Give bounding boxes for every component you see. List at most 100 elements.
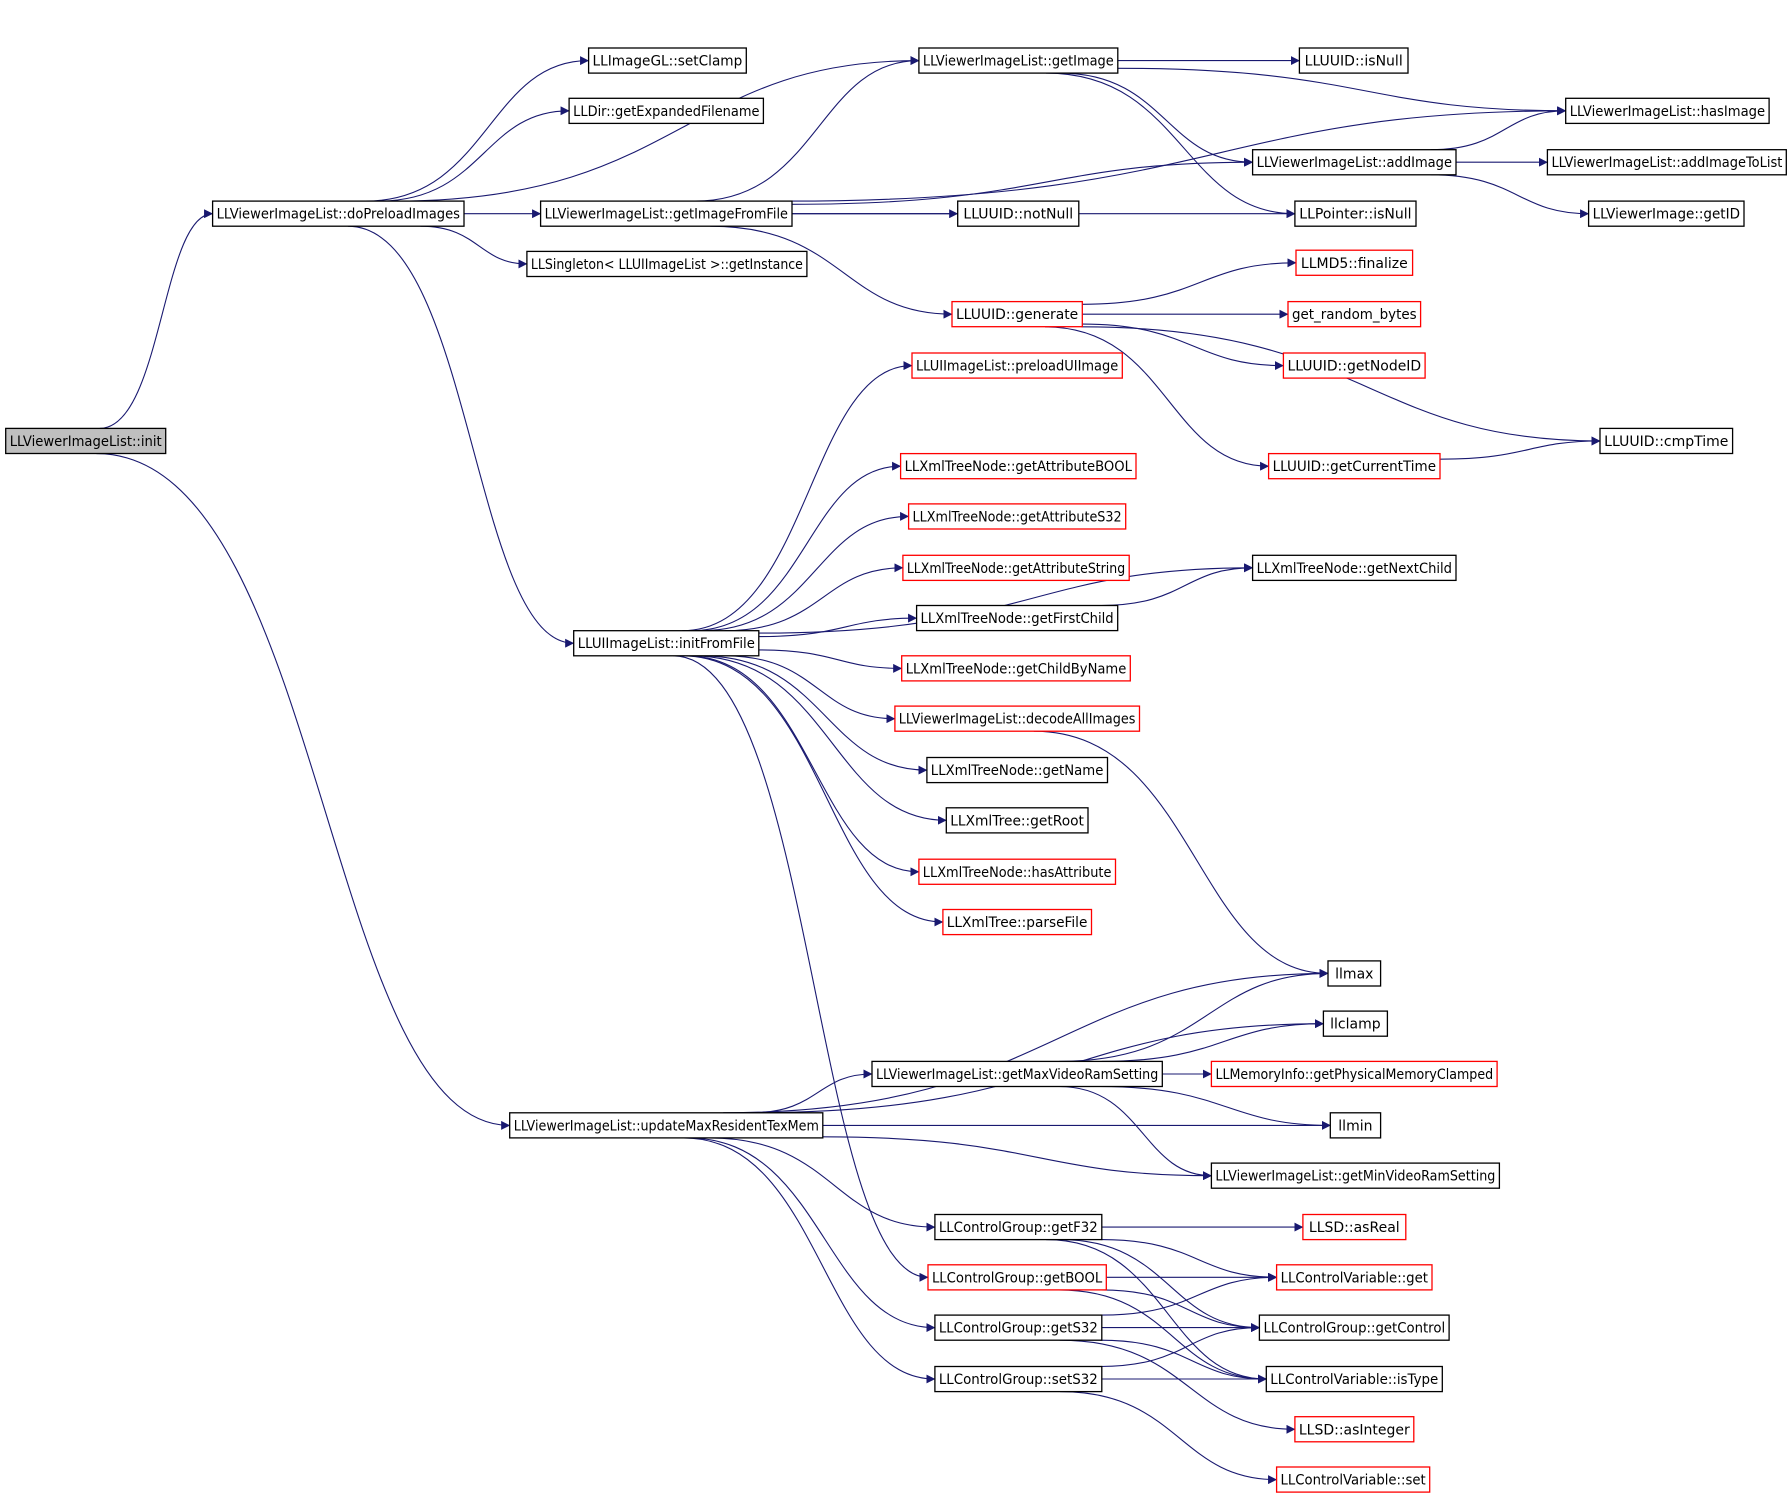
node-getChildByName[interactable]: LLXmlTreeNode::getChildByName — [901, 655, 1131, 682]
edge-getS32-to-asInteger — [1059, 1339, 1296, 1434]
node-decodeAllImages[interactable]: LLViewerImageList::decodeAllImages — [894, 705, 1141, 732]
node-getName[interactable]: LLXmlTreeNode::getName — [926, 756, 1109, 784]
node-box-getExpandedFilename — [568, 97, 765, 125]
node-getRoot[interactable]: LLXmlTree::getRoot — [945, 807, 1089, 834]
node-box-decodeAllImages — [894, 705, 1141, 732]
edge-initFromFile-to-getAttributeBOOL — [691, 461, 902, 632]
node-label-getNextChild: LLXmlTreeNode::getNextChild — [1257, 561, 1452, 577]
node-updateMaxResidentTexMem[interactable]: LLViewerImageList::updateMaxResidentTexM… — [509, 1112, 824, 1139]
node-label-init: LLViewerImageList::init — [10, 434, 162, 450]
node-cmpTime[interactable]: LLUUID::cmpTime — [1599, 427, 1734, 455]
edge-getCurrentTime-to-cmpTime — [1439, 436, 1601, 460]
edge-setS32-to-cvSet — [1060, 1391, 1278, 1485]
node-getCurrentTime[interactable]: LLUUID::getCurrentTime — [1267, 452, 1441, 480]
node-box-getNextChild — [1251, 554, 1457, 582]
node-label-uuidIsNull: LLUUID::isNull — [1305, 54, 1403, 70]
node-finalize[interactable]: LLMD5::finalize — [1295, 249, 1414, 276]
node-label-getAttributeString: LLXmlTreeNode::getAttributeString — [907, 561, 1125, 577]
node-uuidIsNull[interactable]: LLUUID::isNull — [1298, 47, 1409, 74]
node-init[interactable]: LLViewerImageList::init — [5, 427, 167, 455]
edge-getImageFromFile-to-hasImage — [788, 106, 1567, 202]
node-cvGet[interactable]: LLControlVariable::get — [1275, 1264, 1433, 1291]
node-getImage[interactable]: LLViewerImageList::getImage — [918, 47, 1119, 74]
edge-getFirstChild-to-getNextChild — [1101, 563, 1254, 607]
edge-updateMaxResidentTexMem-to-getF32 — [709, 1137, 936, 1232]
edge-initFromFile-to-getNextChild — [758, 563, 1254, 634]
edge-setS32-to-getControl — [1100, 1323, 1260, 1368]
node-box-addImageToList — [1546, 149, 1787, 176]
node-getMinVideoRamSetting[interactable]: LLViewerImageList::getMinVideoRamSetting — [1210, 1162, 1501, 1189]
edge-getS32-to-cvGet — [1101, 1272, 1278, 1316]
edge-doPreloadImages-to-getImage — [394, 56, 920, 202]
node-label-asInteger: LLSD::asInteger — [1299, 1422, 1410, 1438]
node-llmax[interactable]: llmax — [1327, 960, 1382, 987]
edge-getImageFromFile-to-generate — [710, 225, 953, 319]
node-getInstance[interactable]: LLSingleton< LLUIImageList >::getInstanc… — [526, 250, 808, 278]
node-asReal[interactable]: LLSD::asReal — [1302, 1213, 1407, 1241]
edge-addImage-to-hasImage — [1430, 106, 1567, 151]
node-getAttributeS32[interactable]: LLXmlTreeNode::getAttributeS32 — [907, 503, 1127, 530]
node-getFirstChild[interactable]: LLXmlTreeNode::getFirstChild — [915, 604, 1119, 632]
node-getRandomBytes[interactable]: get_random_bytes — [1287, 300, 1422, 328]
node-box-generate — [951, 300, 1083, 328]
node-box-getMaxVideoRamSetting — [871, 1060, 1163, 1088]
node-setClamp[interactable]: LLImageGL::setClamp — [587, 47, 747, 74]
node-label-getAttributeS32: LLXmlTreeNode::getAttributeS32 — [913, 509, 1122, 525]
node-getBOOL[interactable]: LLControlGroup::getBOOL — [927, 1264, 1107, 1291]
node-box-updateMaxResidentTexMem — [509, 1112, 824, 1139]
node-setS32[interactable]: LLControlGroup::setS32 — [934, 1365, 1103, 1393]
node-hasAttribute[interactable]: LLXmlTreeNode::hasAttribute — [918, 858, 1117, 885]
node-label-llclamp: llclamp — [1330, 1017, 1381, 1033]
node-llmin[interactable]: llmin — [1329, 1112, 1382, 1139]
node-asInteger[interactable]: LLSD::asInteger — [1294, 1416, 1415, 1443]
node-label-parseFile: LLXmlTree::parseFile — [947, 915, 1088, 931]
node-box-getMinVideoRamSetting — [1210, 1162, 1501, 1189]
node-getF32[interactable]: LLControlGroup::getF32 — [934, 1213, 1103, 1241]
node-box-addImage — [1251, 149, 1457, 176]
node-doPreloadImages[interactable]: LLViewerImageList::doPreloadImages — [211, 200, 465, 227]
edge-initFromFile-to-preloadUIImage — [682, 361, 913, 632]
node-generate[interactable]: LLUUID::generate — [951, 300, 1083, 328]
node-box-notNull — [957, 200, 1080, 227]
node-getImageFromFile[interactable]: LLViewerImageList::getImageFromFile — [539, 200, 793, 227]
node-box-getRandomBytes — [1287, 300, 1422, 328]
edge-getImage-to-hasImage — [1117, 67, 1567, 116]
node-getAttributeBOOL[interactable]: LLXmlTreeNode::getAttributeBOOL — [899, 452, 1137, 480]
node-getExpandedFilename[interactable]: LLDir::getExpandedFilename — [568, 97, 765, 125]
node-label-getAttributeBOOL: LLXmlTreeNode::getAttributeBOOL — [905, 459, 1133, 475]
edge-updateMaxResidentTexMem-to-getS32 — [688, 1137, 936, 1333]
edge-initFromFile-to-getBOOL — [673, 655, 929, 1282]
node-getAttributeString[interactable]: LLXmlTreeNode::getAttributeString — [902, 554, 1130, 582]
edge-getBOOL-to-isType — [1058, 1289, 1267, 1384]
node-label-decodeAllImages: LLViewerImageList::decodeAllImages — [899, 712, 1136, 728]
edge-getMaxVideoRamSetting-to-llclamp — [1101, 1019, 1324, 1062]
node-notNull[interactable]: LLUUID::notNull — [957, 200, 1080, 227]
node-box-init — [5, 427, 167, 455]
node-parseFile[interactable]: LLXmlTree::parseFile — [942, 908, 1093, 936]
edge-getBOOL-to-getControl — [1101, 1289, 1260, 1333]
node-getControl[interactable]: LLControlGroup::getControl — [1258, 1314, 1450, 1341]
node-getNextChild[interactable]: LLXmlTreeNode::getNextChild — [1251, 554, 1457, 582]
node-llclamp[interactable]: llclamp — [1322, 1010, 1389, 1037]
node-getPhysicalMemoryClamped[interactable]: LLMemoryInfo::getPhysicalMemoryClamped — [1210, 1060, 1498, 1088]
node-initFromFile[interactable]: LLUIImageList::initFromFile — [573, 630, 760, 657]
node-getNodeID[interactable]: LLUUID::getNodeID — [1282, 352, 1426, 379]
node-addImageToList[interactable]: LLViewerImageList::addImageToList — [1546, 149, 1787, 176]
edge-initFromFile-to-hasAttribute — [685, 655, 920, 877]
node-getMaxVideoRamSetting[interactable]: LLViewerImageList::getMaxVideoRamSetting — [871, 1060, 1163, 1088]
node-getID[interactable]: LLViewerImage::getID — [1587, 200, 1745, 227]
edge-addImage-to-getID — [1430, 174, 1590, 219]
node-hasImage[interactable]: LLViewerImageList::hasImage — [1565, 97, 1770, 125]
node-cvSet[interactable]: LLControlVariable::set — [1275, 1466, 1431, 1493]
edge-updateMaxResidentTexMem-to-llmax — [723, 968, 1329, 1114]
node-preloadUIImage[interactable]: LLUIImageList::preloadUIImage — [911, 352, 1123, 379]
node-isType[interactable]: LLControlVariable::isType — [1265, 1365, 1443, 1393]
node-label-addImage: LLViewerImageList::addImage — [1257, 155, 1452, 171]
node-label-pointerIsNull: LLPointer::isNull — [1299, 207, 1411, 223]
node-pointerIsNull[interactable]: LLPointer::isNull — [1294, 200, 1417, 227]
edge-initFromFile-to-parseFile — [682, 655, 944, 927]
node-label-getImageFromFile: LLViewerImageList::getImageFromFile — [545, 207, 788, 223]
node-label-isType: LLControlVariable::isType — [1270, 1372, 1438, 1388]
node-getS32[interactable]: LLControlGroup::getS32 — [934, 1314, 1103, 1341]
node-addImage[interactable]: LLViewerImageList::addImage — [1251, 149, 1457, 176]
